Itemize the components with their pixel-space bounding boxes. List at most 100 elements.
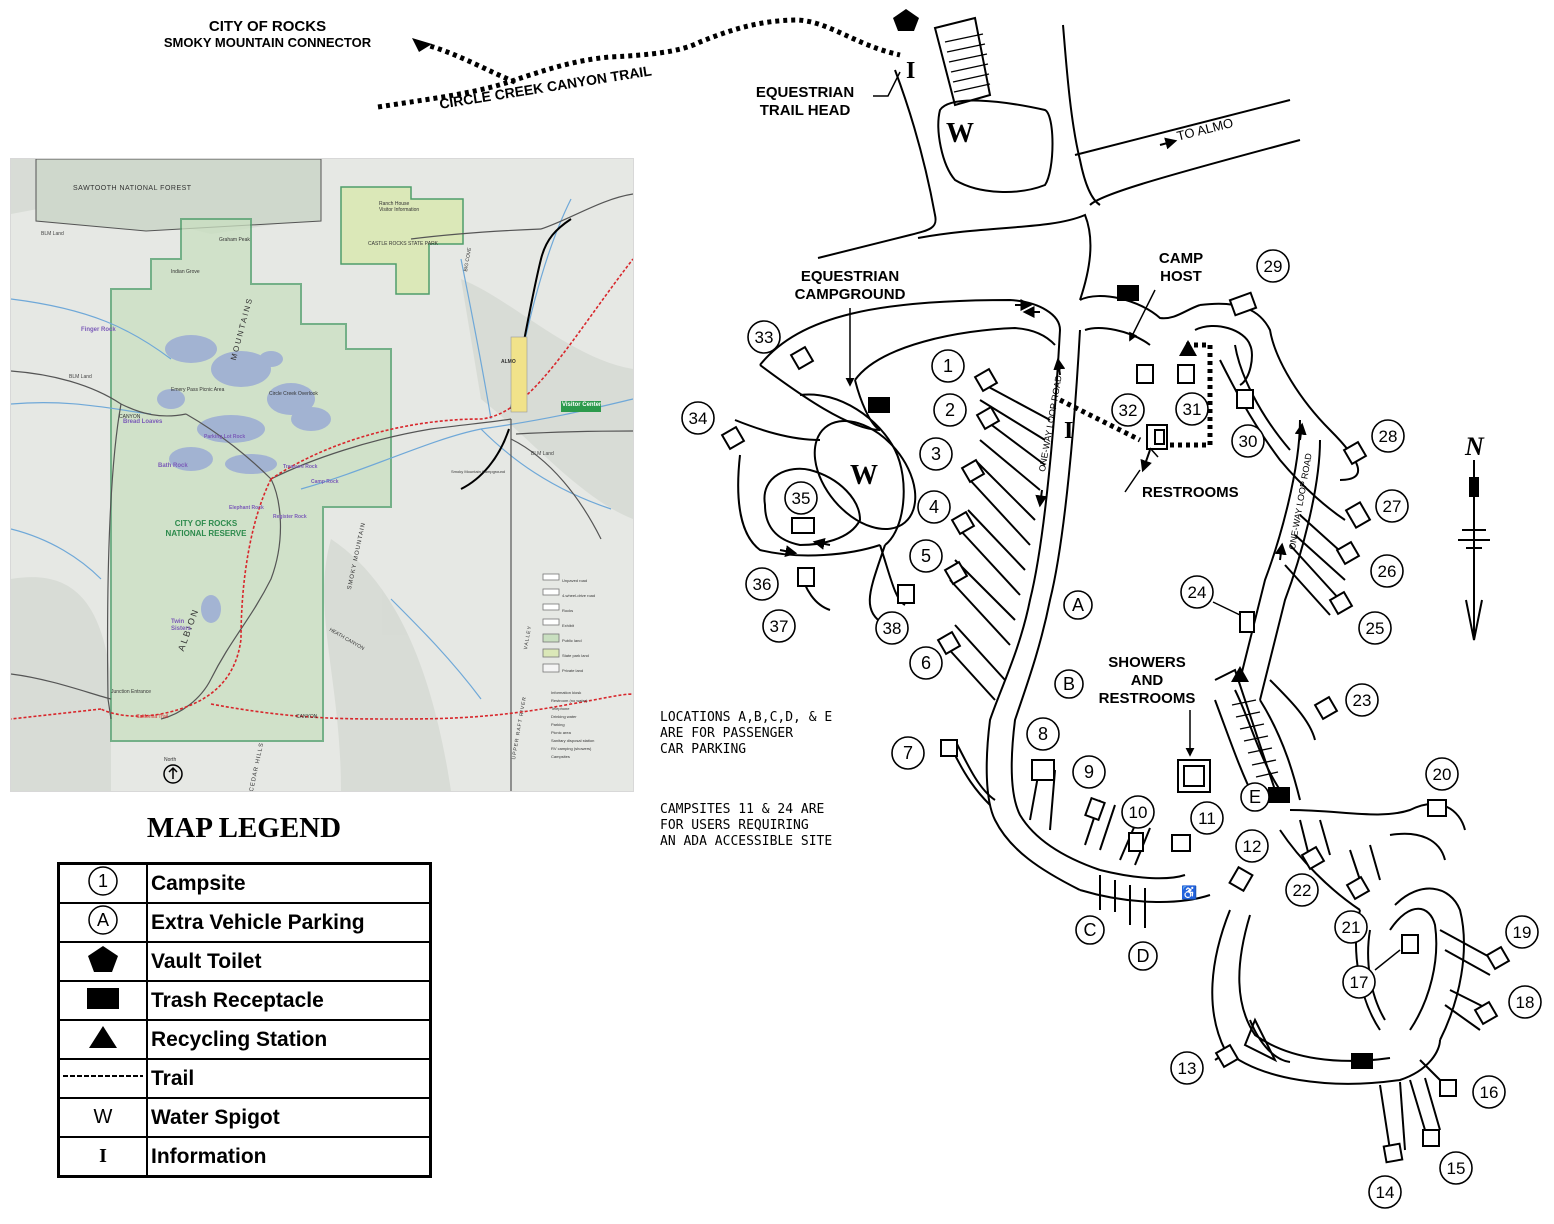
legend-info: Information kiosk	[551, 690, 582, 695]
legend-symbol-parking: A	[57, 902, 148, 943]
trash-icon	[1351, 1053, 1373, 1069]
legend-label-info: Information	[146, 1136, 432, 1178]
campsite-number-22: 22	[1293, 881, 1312, 900]
legend-campsites: Campsites	[551, 754, 570, 759]
legend-parking: Parking	[551, 722, 565, 727]
campsite-marker-14	[1368, 1175, 1402, 1209]
parking-note: LOCATIONS A,B,C,D, & E ARE FOR PASSENGER…	[660, 710, 832, 758]
campsite-marker-22	[1285, 873, 1319, 907]
legend-label-parking: Extra Vehicle Parking	[146, 902, 432, 943]
parking-marker-b	[1054, 669, 1084, 699]
one-way-arrows	[779, 137, 1307, 561]
campsite-symbol-icon: 1	[88, 866, 118, 896]
twin-sisters-line1: Twin	[171, 619, 185, 625]
campsite-marker-11	[1190, 801, 1224, 835]
graham-canyon-label: CANYON	[296, 714, 318, 720]
twin-sisters-label: Twin Sisters	[171, 619, 191, 633]
legend-rocks: Rocks	[562, 608, 574, 613]
legend-unpaved: Unpaved road	[562, 578, 588, 583]
legend-state: State park land	[562, 653, 589, 658]
parking-note-line3: CAR PARKING	[660, 742, 747, 757]
showers-hatch	[1231, 699, 1279, 778]
campsite-marker-29	[1256, 249, 1290, 283]
ada-note: CAMPSITES 11 & 24 ARE FOR USERS REQUIRIN…	[660, 802, 832, 850]
ranch-house-text: Ranch House	[379, 201, 410, 207]
campsite-marker-28	[1371, 419, 1405, 453]
campsite-marker-34	[681, 401, 715, 435]
trailhead-line2: TRAIL HEAD	[759, 102, 851, 119]
showers-line1: SHOWERS	[1108, 654, 1186, 671]
campsite-number-15: 15	[1447, 1159, 1466, 1178]
campsite-marker-35	[784, 481, 818, 515]
water-spigot-icon: W	[946, 118, 974, 149]
campsite-number-14: 14	[1376, 1183, 1395, 1202]
parking-number-b: B	[1063, 674, 1075, 694]
campsite-marker-12	[1235, 829, 1269, 863]
legend-drinking: Drinking water	[551, 714, 577, 719]
campsite-number-23: 23	[1353, 691, 1372, 710]
parking-lot-rock-label: Parking Lot Rock	[204, 434, 246, 440]
legend-label-water: Water Spigot	[146, 1097, 432, 1138]
camp-host-line2: HOST	[1160, 268, 1202, 285]
campsite-number-29: 29	[1264, 257, 1283, 276]
reserve-line1: CITY OF ROCKS	[174, 519, 238, 528]
bath-rock-label: Bath Rock	[158, 463, 188, 469]
campsite-marker-33	[747, 320, 781, 354]
legend-sanitary: Sanitary disposal station	[551, 738, 595, 743]
trash-receptacles	[868, 285, 1373, 1069]
trailhead-line1: EQUESTRIAN	[755, 84, 855, 101]
graham-peak-label: Graham Peak	[219, 237, 250, 243]
campsite-number-32: 32	[1119, 401, 1138, 420]
campsite-marker-8	[1026, 717, 1060, 751]
campsite-marker-27	[1375, 489, 1409, 523]
parking-marker-a	[1063, 590, 1093, 620]
legend-symbol-vault-toilet	[57, 941, 148, 982]
legend-private: Private land	[562, 668, 584, 673]
campsite-number-25: 25	[1366, 619, 1385, 638]
campsite-number-21: 21	[1342, 918, 1361, 937]
legend-symbol-campsite: 1	[57, 862, 148, 904]
indian-grove-label: Indian Grove	[171, 269, 200, 275]
connector-line1: CITY OF ROCKS	[208, 18, 327, 35]
finger-rock-label: Finger Rock	[81, 327, 116, 333]
campsite-marker-9	[1072, 755, 1106, 789]
visitor-center-label: Visitor Center	[562, 402, 602, 408]
legend-row-campsite: 1 Campsite	[57, 862, 432, 904]
campsite-number-26: 26	[1378, 562, 1397, 581]
sawtooth-label: SAWTOOTH NATIONAL FOREST	[73, 185, 192, 192]
vault-toilet-icon	[88, 946, 118, 972]
campsite-number-11: 11	[1198, 809, 1216, 828]
campsite-number-8: 8	[1038, 724, 1048, 744]
campsite-number-35: 35	[792, 489, 811, 508]
parking-symbol-icon: A	[88, 905, 118, 935]
legend-symbol-recycling	[57, 1019, 148, 1060]
campsite-marker-18	[1508, 985, 1542, 1019]
showers-line2: AND	[1130, 672, 1164, 689]
reserve-line2: NATIONAL RESERVE	[165, 529, 247, 538]
emery-canyon-label: CANYON	[119, 414, 141, 420]
campsite-number-12: 12	[1243, 837, 1262, 856]
campsite-number-9: 9	[1084, 762, 1094, 782]
campsite-marker-6	[909, 646, 943, 680]
legend-label-recycling: Recycling Station	[146, 1019, 432, 1060]
campsite-marker-31	[1175, 392, 1209, 426]
legend-title: MAP LEGEND	[146, 812, 342, 844]
campsite-marker-25	[1358, 611, 1392, 645]
campsite-number-28: 28	[1379, 427, 1398, 446]
overview-legend-2: Information kiosk Restroom (no water) Te…	[551, 689, 594, 761]
campsite-marker-30	[1231, 424, 1265, 458]
overview-legend: Unpaved road 4-wheel-drive road Rocks Ex…	[562, 573, 595, 678]
campsite-number-7: 7	[903, 743, 913, 763]
equestrian-trailhead-label: EQUESTRIAN TRAIL HEAD	[745, 84, 865, 120]
vault-toilet-icon	[893, 9, 919, 31]
campsite-marker-1	[931, 349, 965, 383]
campsite-marker-20	[1425, 757, 1459, 791]
legend-row-recycling: Recycling Station	[57, 1019, 432, 1060]
parking-marker-d	[1128, 941, 1158, 971]
blm-label-3: BLM Land	[531, 451, 554, 457]
trail-line-icon	[63, 1075, 143, 1077]
campsite-number-34: 34	[689, 409, 708, 428]
legend-row-trail: Trail	[57, 1058, 432, 1099]
campsite-symbol-text: 1	[98, 871, 108, 891]
